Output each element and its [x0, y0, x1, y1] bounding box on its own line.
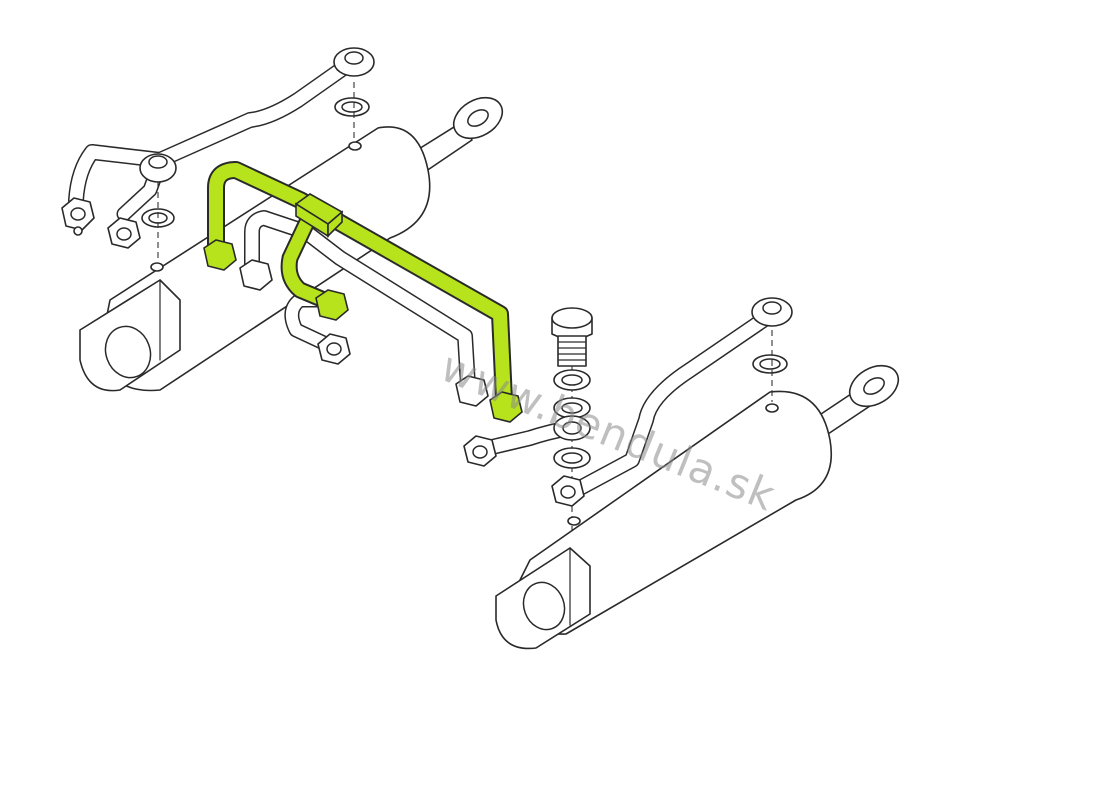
left-upper-pipe — [61, 47, 375, 236]
highlighted-pipe-assembly — [203, 161, 523, 423]
middle-plain-pipes — [239, 210, 489, 407]
left-hydraulic-cylinder — [79, 96, 504, 392]
banjo-bolt-stack — [463, 307, 593, 530]
right-hydraulic-cylinder — [495, 364, 900, 650]
left-short-pipe — [107, 153, 177, 262]
right-upper-pipe — [551, 297, 793, 507]
